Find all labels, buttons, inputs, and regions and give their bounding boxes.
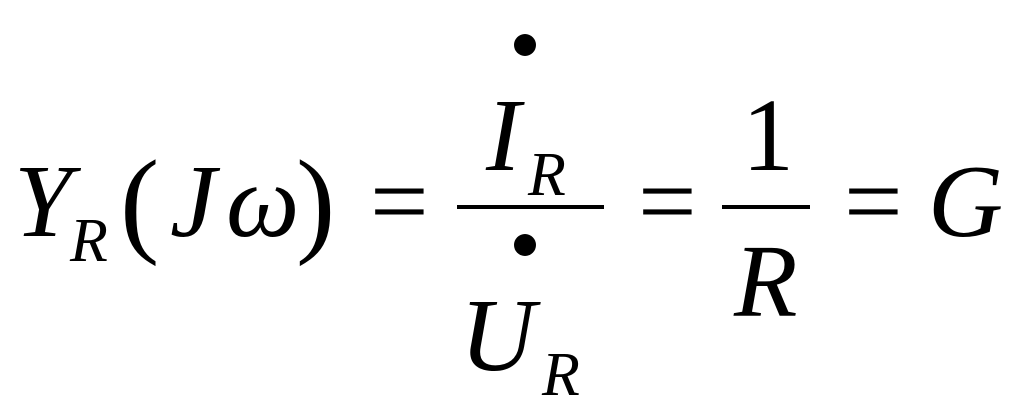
argument-omega: ω	[226, 144, 300, 259]
voltage-subscript: R	[542, 341, 580, 409]
voltage-symbol: U	[460, 278, 536, 393]
current-symbol: I	[486, 78, 521, 193]
fraction-bar-1	[457, 205, 604, 209]
equals-sign-2: =	[638, 144, 697, 259]
current-subscript: R	[528, 141, 566, 209]
fraction-bar-2	[722, 205, 810, 209]
equals-sign-1: =	[370, 144, 429, 259]
admittance-symbol: Y	[14, 144, 72, 259]
close-paren: )	[296, 136, 336, 267]
admittance-subscript: R	[70, 207, 108, 275]
resistance-symbol: R	[734, 224, 798, 339]
open-paren: (	[120, 136, 160, 267]
one-numerator: 1	[742, 78, 794, 193]
equals-sign-3: =	[844, 144, 903, 259]
argument-j: J	[170, 144, 217, 259]
conductance-symbol: G	[928, 144, 1004, 259]
voltage-phasor-dot	[514, 234, 536, 256]
current-phasor-dot	[514, 34, 536, 56]
